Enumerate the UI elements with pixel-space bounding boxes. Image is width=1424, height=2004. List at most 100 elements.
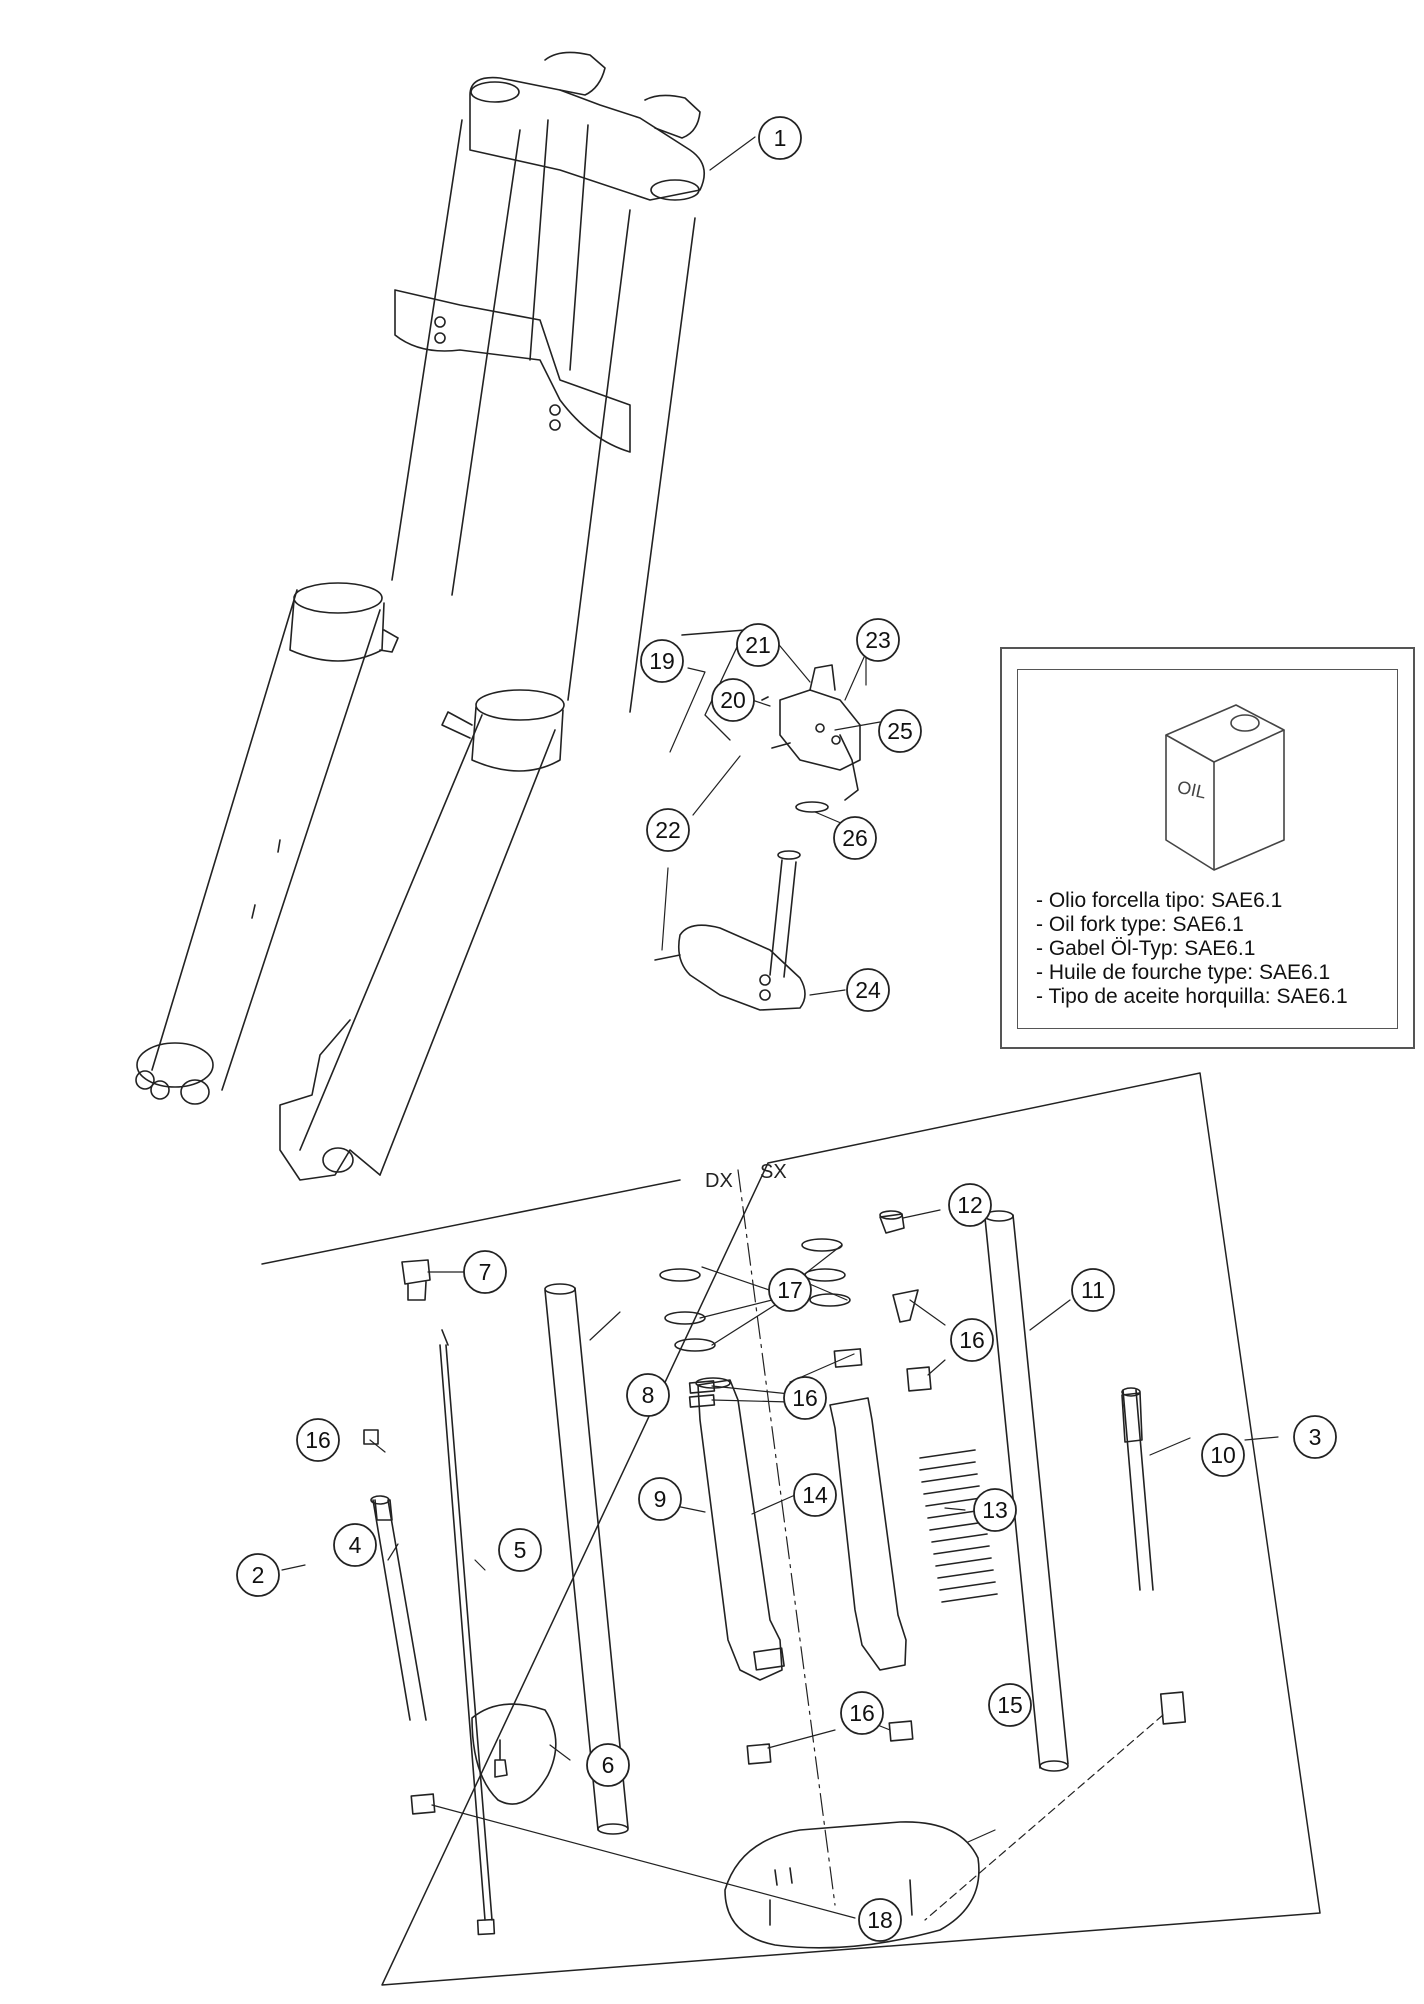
callout-4: 4	[333, 1523, 377, 1567]
callout-circle	[878, 709, 922, 753]
callout-number: 13	[982, 1497, 1008, 1523]
callout-23: 23	[856, 618, 900, 662]
oil-note-english: - Oil fork type: SAE6.1	[1036, 913, 1244, 936]
assembled-fork	[135, 51, 706, 1181]
callout-circle	[638, 1477, 682, 1521]
callout-10: 10	[1201, 1433, 1245, 1477]
callout-circle	[1201, 1433, 1245, 1477]
oil-note-italian: - Olio forcella tipo: SAE6.1	[1036, 889, 1283, 912]
callout-13: 13	[973, 1488, 1017, 1532]
callout-21: 21	[736, 623, 780, 667]
callout-circle	[333, 1523, 377, 1567]
callout-circle	[646, 808, 690, 852]
callout-11: 11	[1071, 1268, 1115, 1312]
callout-number: 21	[745, 632, 771, 658]
steering-stem	[769, 859, 797, 978]
callout-circle	[858, 1898, 902, 1942]
callout-circle	[768, 1268, 812, 1312]
callout-circle	[711, 678, 755, 722]
callout-number: 22	[655, 817, 681, 843]
callout-circle	[950, 1318, 994, 1362]
callout-circle	[463, 1250, 507, 1294]
top-clamp	[469, 76, 706, 201]
callout-number: 16	[792, 1385, 818, 1411]
callout-8: 8	[626, 1373, 670, 1417]
callout-number: 12	[957, 1192, 983, 1218]
callout-number: 23	[865, 627, 891, 653]
callout-circle	[988, 1683, 1032, 1727]
callout-number: 16	[849, 1700, 875, 1726]
callout-15: 15	[988, 1683, 1032, 1727]
callout-number: 6	[602, 1752, 615, 1778]
callout-circle	[236, 1553, 280, 1597]
callout-16d: 16	[840, 1691, 884, 1735]
callout-circle	[758, 116, 802, 160]
right-fork-slider	[299, 714, 556, 1176]
small-top-clamp	[779, 689, 861, 771]
callout-circle	[948, 1183, 992, 1227]
callout-1: 1	[758, 116, 802, 160]
callout-circle	[498, 1528, 542, 1572]
callout-number: 24	[855, 977, 881, 1003]
right-fork-tube	[567, 209, 696, 713]
callout-24: 24	[846, 968, 890, 1012]
callout-circle	[626, 1373, 670, 1417]
callout-26: 26	[833, 816, 877, 860]
callout-number: 14	[802, 1482, 828, 1508]
callout-circle	[846, 968, 890, 1012]
callout-circle	[640, 639, 684, 683]
callout-circle	[793, 1473, 837, 1517]
callout-circle	[586, 1743, 630, 1787]
callout-2: 2	[236, 1553, 280, 1597]
left-fork-tube	[391, 119, 521, 596]
oil-notes-list: - Olio forcella tipo: SAE6.1 - Oil fork …	[1036, 889, 1348, 1009]
callout-number: 1	[774, 125, 787, 151]
callout-circle	[1071, 1268, 1115, 1312]
callout-number: 16	[959, 1327, 985, 1353]
callout-number: 8	[642, 1382, 655, 1408]
callout-circle	[736, 623, 780, 667]
callout-number: 16	[305, 1427, 331, 1453]
callout-circle	[973, 1488, 1017, 1532]
callout-16c: 16	[783, 1376, 827, 1420]
callout-25: 25	[878, 709, 922, 753]
callout-circle	[296, 1418, 340, 1462]
oil-note-spanish: - Tipo de aceite horquilla: SAE6.1	[1036, 985, 1348, 1008]
callout-number: 15	[997, 1692, 1023, 1718]
callout-9: 9	[638, 1477, 682, 1521]
left-fork-slider	[151, 589, 381, 1091]
steering-head-assembly	[654, 629, 861, 1011]
callout-22: 22	[646, 808, 690, 852]
callout-5: 5	[498, 1528, 542, 1572]
callout-circle	[1293, 1415, 1337, 1459]
oil-can-label: OIL	[1175, 777, 1208, 803]
callout-number: 19	[649, 648, 675, 674]
callout-number: 3	[1309, 1424, 1322, 1450]
callout-16a: 16	[296, 1418, 340, 1462]
callout-6: 6	[586, 1743, 630, 1787]
bottom-clamp	[394, 289, 631, 453]
callout-number: 2	[252, 1562, 265, 1588]
callout-3: 3	[1293, 1415, 1337, 1459]
callout-number: 10	[1210, 1442, 1236, 1468]
callout-17: 17	[768, 1268, 812, 1312]
callout-number: 17	[777, 1277, 803, 1303]
callout-number: 7	[479, 1259, 492, 1285]
section-label-dx: DX	[705, 1170, 733, 1192]
callout-circle	[856, 618, 900, 662]
callout-7: 7	[463, 1250, 507, 1294]
callout-16b: 16	[950, 1318, 994, 1362]
oil-info-inner-frame: OIL - Olio forcella tipo: SAE6.1 - Oil f…	[1017, 669, 1398, 1029]
oil-info-panel: OIL - Olio forcella tipo: SAE6.1 - Oil f…	[1000, 647, 1415, 1049]
callout-12: 12	[948, 1183, 992, 1227]
callout-number: 11	[1081, 1277, 1105, 1303]
callout-number: 25	[887, 718, 913, 744]
oil-note-french: - Huile de fourche type: SAE6.1	[1036, 961, 1331, 984]
callout-number: 26	[842, 825, 868, 851]
callout-18: 18	[858, 1898, 902, 1942]
callout-number: 20	[720, 687, 746, 713]
callout-number: 9	[654, 1486, 667, 1512]
